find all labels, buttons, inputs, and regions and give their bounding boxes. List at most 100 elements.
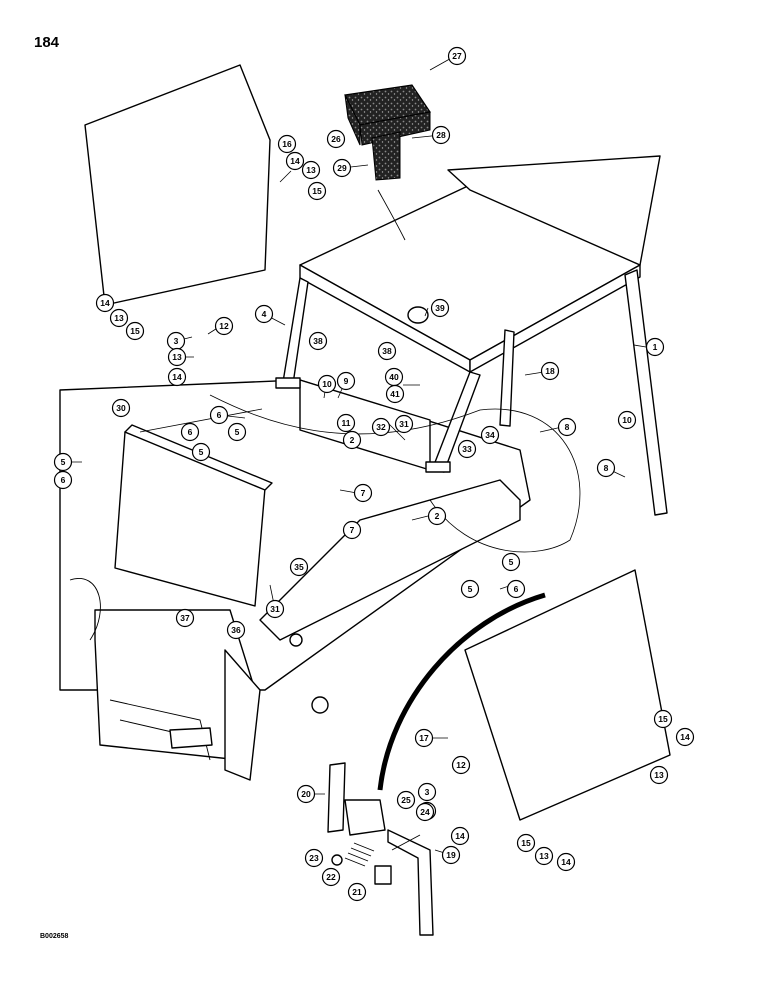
- svg-text:14: 14: [455, 831, 465, 841]
- svg-text:33: 33: [462, 444, 472, 454]
- rear-screen: [84, 64, 271, 306]
- svg-text:39: 39: [435, 303, 445, 313]
- svg-text:20: 20: [301, 789, 311, 799]
- svg-text:13: 13: [306, 165, 316, 175]
- callout-10: 10: [317, 374, 337, 394]
- callout-5: 5: [53, 452, 73, 472]
- svg-text:31: 31: [399, 419, 409, 429]
- svg-text:27: 27: [452, 51, 462, 61]
- svg-text:37: 37: [180, 613, 190, 623]
- callout-14c: 14: [167, 367, 187, 387]
- callout-18: 18: [540, 361, 560, 381]
- svg-text:11: 11: [342, 418, 351, 428]
- svg-text:13: 13: [654, 770, 664, 780]
- callout-39: 39: [430, 298, 450, 318]
- callout-1: 1: [645, 337, 665, 357]
- callout-13c: 13: [167, 347, 187, 367]
- belt-strap: [377, 592, 546, 791]
- callout-35: 35: [289, 557, 309, 577]
- callout-24: 24: [415, 802, 435, 822]
- callout-11: 11: [336, 413, 356, 433]
- callout-2b: 2: [427, 506, 447, 526]
- callout-38: 38: [308, 331, 328, 351]
- callout-6c: 6: [53, 470, 73, 490]
- callout-15: 15: [307, 181, 327, 201]
- svg-text:15: 15: [521, 838, 531, 848]
- svg-text:15: 15: [130, 326, 140, 336]
- callout-16: 16: [277, 134, 297, 154]
- callout-38b: 38: [377, 341, 397, 361]
- callout-40: 40: [384, 367, 404, 387]
- callout-6d: 6: [506, 579, 526, 599]
- callout-3: 3: [166, 331, 186, 351]
- svg-text:18: 18: [545, 366, 555, 376]
- seat-pad: [344, 84, 432, 241]
- callout-14: 14: [285, 151, 305, 171]
- svg-text:10: 10: [322, 379, 332, 389]
- svg-text:38: 38: [313, 336, 323, 346]
- canopy-frame: [275, 155, 668, 516]
- callout-26: 26: [326, 129, 346, 149]
- callout-30: 30: [111, 398, 131, 418]
- svg-text:14: 14: [290, 156, 300, 166]
- svg-text:6: 6: [217, 410, 222, 420]
- svg-text:14: 14: [561, 857, 571, 867]
- svg-text:5: 5: [235, 427, 240, 437]
- svg-text:12: 12: [219, 321, 229, 331]
- callout-12: 12: [214, 316, 234, 336]
- svg-text:14: 14: [172, 372, 182, 382]
- callout-2: 2: [342, 430, 362, 450]
- svg-text:17: 17: [419, 733, 429, 743]
- svg-text:16: 16: [282, 139, 292, 149]
- svg-text:23: 23: [309, 853, 319, 863]
- callout-8: 8: [557, 417, 577, 437]
- callout-7b: 7: [342, 520, 362, 540]
- callout-6: 6: [209, 405, 229, 425]
- callout-5c: 5: [191, 442, 211, 462]
- svg-text:3: 3: [174, 336, 179, 346]
- callouts: 1 2 2 3 3 4 5 5 5 5 5 6 6 6 6 7 7 8 8 9 …: [53, 46, 695, 902]
- callout-13e: 13: [649, 765, 669, 785]
- callout-15b: 15: [125, 321, 145, 341]
- callout-25: 25: [396, 790, 416, 810]
- callout-15c: 15: [653, 709, 673, 729]
- svg-text:29: 29: [337, 163, 347, 173]
- svg-text:13: 13: [114, 313, 124, 323]
- callout-27: 27: [447, 46, 467, 66]
- svg-text:14: 14: [680, 732, 690, 742]
- callout-28: 28: [431, 125, 451, 145]
- svg-text:2: 2: [435, 511, 440, 521]
- callout-19: 19: [441, 845, 461, 865]
- svg-text:13: 13: [539, 851, 549, 861]
- svg-text:8: 8: [565, 422, 570, 432]
- callout-13f: 13: [534, 846, 554, 866]
- svg-text:8: 8: [604, 463, 609, 473]
- callout-9: 9: [336, 371, 356, 391]
- callout-14f: 14: [556, 852, 576, 872]
- svg-text:5: 5: [61, 457, 66, 467]
- callout-20: 20: [296, 784, 316, 804]
- svg-text:15: 15: [312, 186, 322, 196]
- svg-text:13: 13: [172, 352, 182, 362]
- svg-text:15: 15: [658, 714, 668, 724]
- callout-41: 41: [385, 384, 405, 404]
- svg-text:12: 12: [456, 760, 466, 770]
- drawing-id: B002658: [40, 933, 69, 940]
- svg-text:41: 41: [390, 389, 400, 399]
- svg-text:4: 4: [262, 309, 267, 319]
- svg-text:10: 10: [622, 415, 632, 425]
- callout-15d: 15: [516, 833, 536, 853]
- svg-text:40: 40: [389, 372, 399, 382]
- svg-text:5: 5: [468, 584, 473, 594]
- callout-14d: 14: [450, 826, 470, 846]
- callout-5e: 5: [460, 579, 480, 599]
- callout-23: 23: [304, 848, 324, 868]
- svg-text:6: 6: [61, 475, 66, 485]
- callout-33: 33: [457, 439, 477, 459]
- svg-text:25: 25: [401, 795, 411, 805]
- svg-text:6: 6: [514, 584, 519, 594]
- svg-text:19: 19: [446, 850, 456, 860]
- callout-21: 21: [347, 882, 367, 902]
- callout-8b: 8: [596, 458, 616, 478]
